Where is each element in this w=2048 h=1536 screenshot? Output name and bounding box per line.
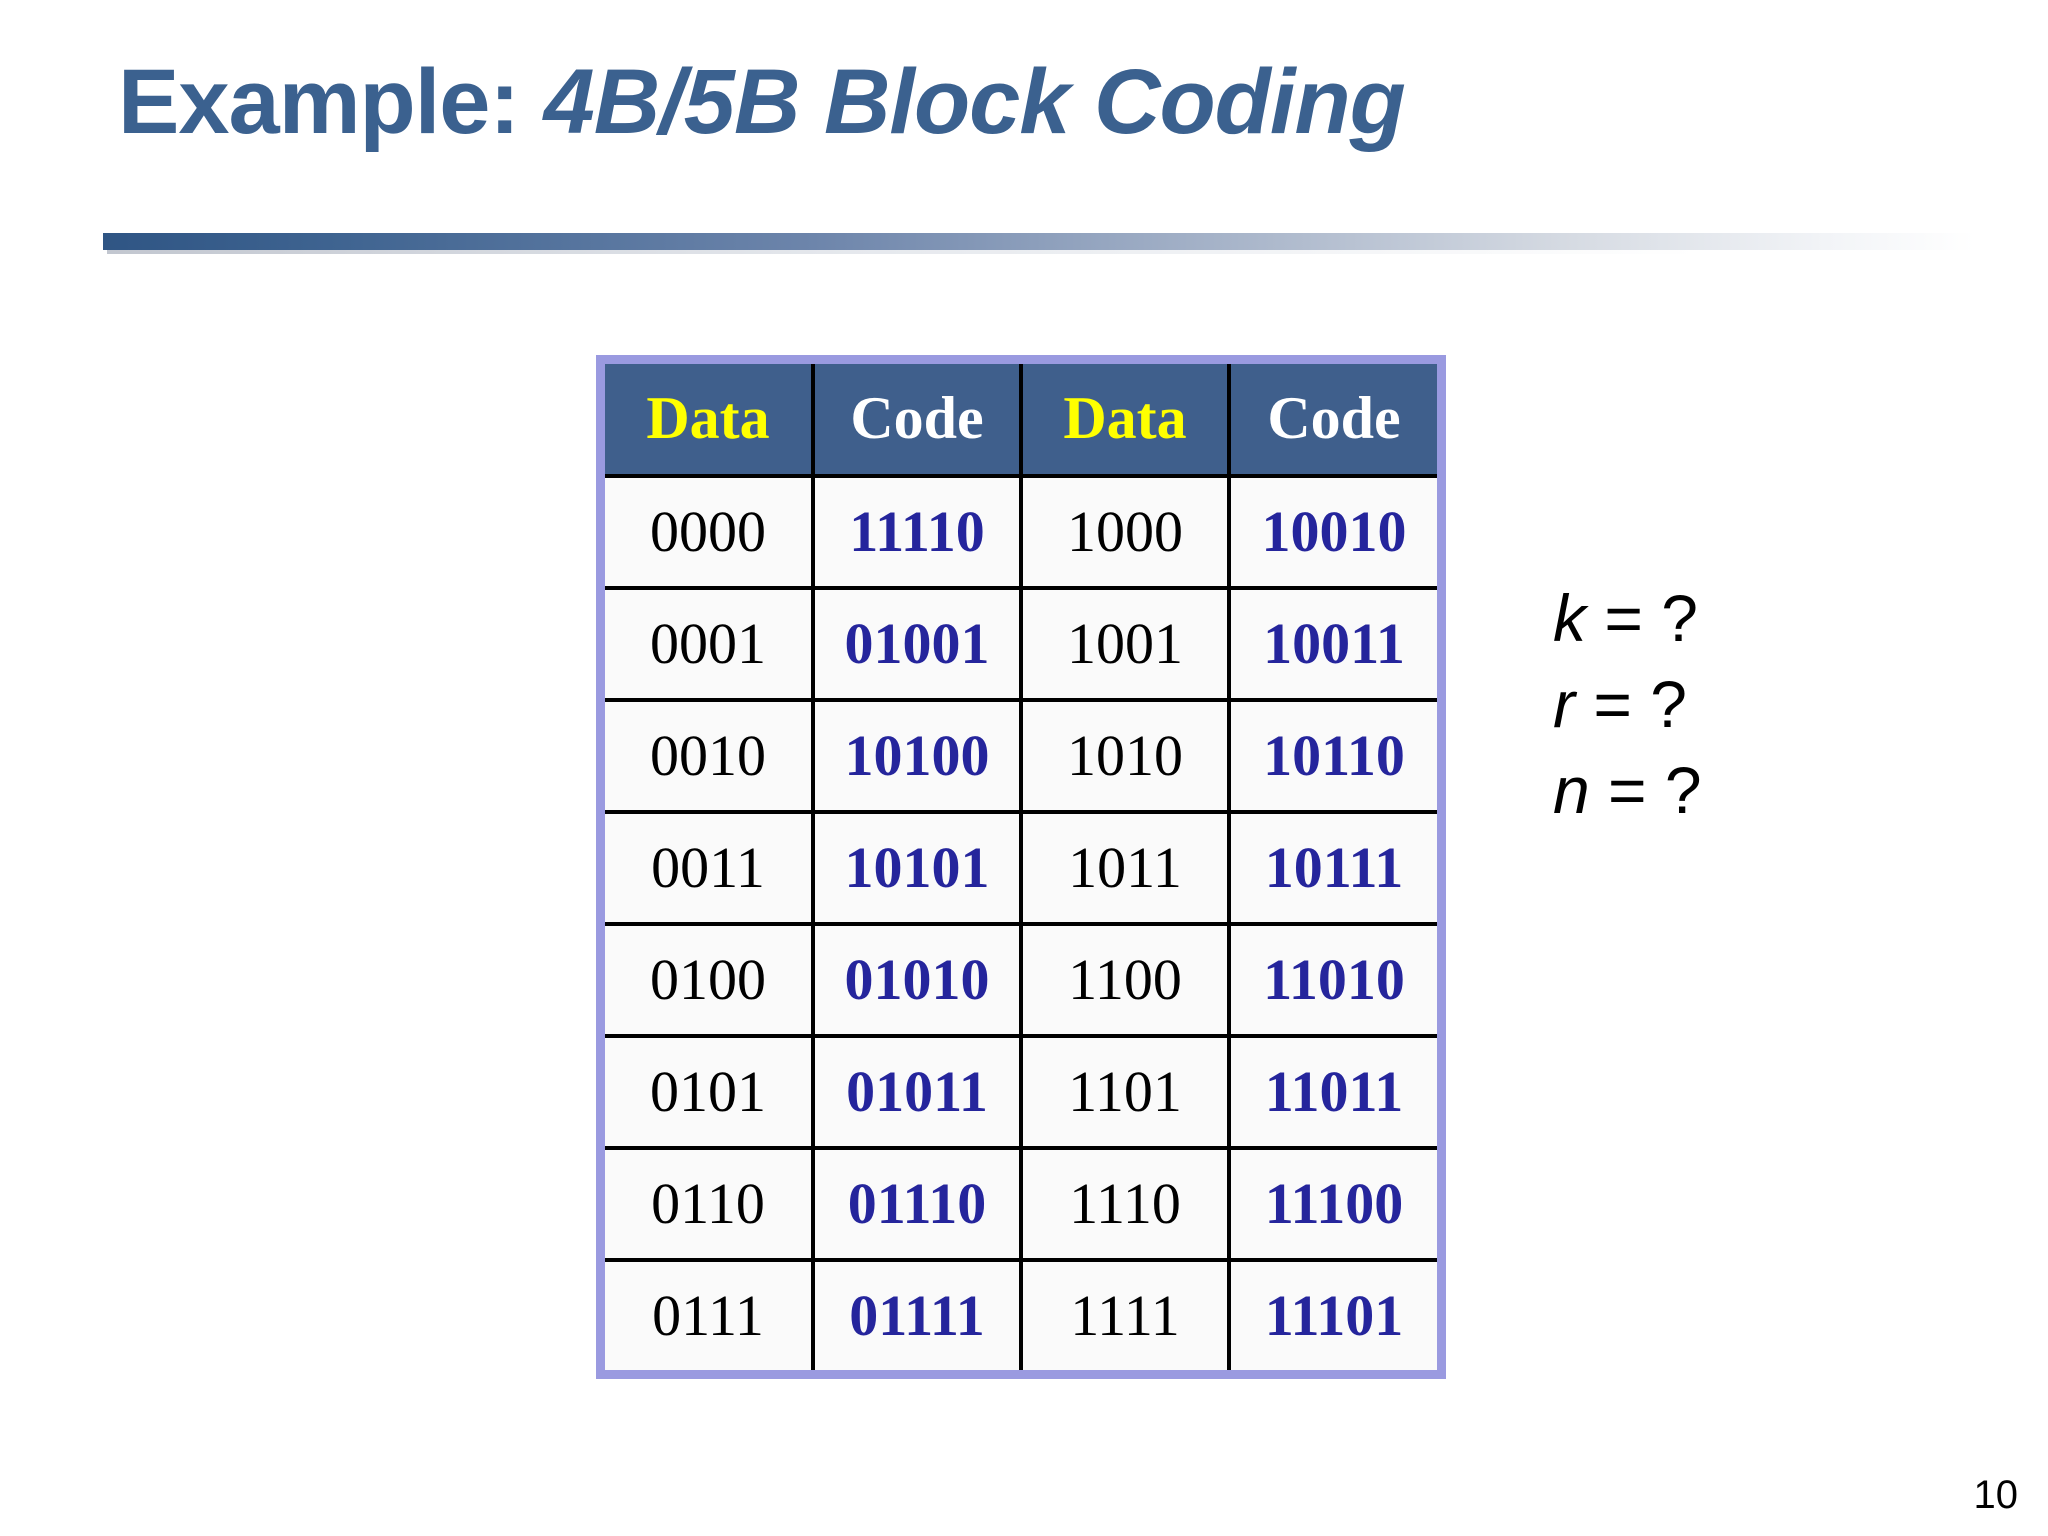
cell-data: 0010 — [605, 700, 815, 814]
parameter-value-n: = ? — [1589, 752, 1702, 827]
parameter-question-r: r = ? — [1553, 666, 1702, 744]
cell-data: 0100 — [605, 924, 815, 1038]
page-title-plain: Example: — [118, 51, 544, 153]
parameter-symbol-n: n — [1553, 752, 1590, 827]
table-row: 0110 01110 1110 11100 — [605, 1148, 1437, 1262]
cell-code: 10011 — [1229, 588, 1437, 702]
cell-code: 01111 — [813, 1260, 1023, 1370]
column-header-data-1: Data — [605, 364, 815, 478]
cell-code: 01110 — [813, 1148, 1023, 1262]
cell-data: 0110 — [605, 1148, 815, 1262]
parameter-symbol-k: k — [1553, 581, 1586, 655]
cell-data: 1010 — [1021, 700, 1231, 814]
cell-code: 10101 — [813, 812, 1023, 926]
cell-code: 10100 — [813, 700, 1023, 814]
cell-code: 11101 — [1229, 1260, 1437, 1370]
coding-table-container: Data Code Data Code 0000 11110 1000 1001… — [596, 355, 1446, 1379]
cell-code: 01011 — [813, 1036, 1023, 1150]
cell-data: 1110 — [1021, 1148, 1231, 1262]
cell-code: 11010 — [1229, 924, 1437, 1038]
parameter-value-r: = ? — [1574, 666, 1687, 741]
cell-data: 0111 — [605, 1260, 815, 1370]
parameter-value-k: = ? — [1586, 581, 1698, 655]
title-divider-shadow — [107, 250, 1979, 254]
column-header-code-2: Code — [1229, 364, 1437, 478]
coding-table: Data Code Data Code 0000 11110 1000 1001… — [605, 364, 1437, 1370]
cell-code: 10010 — [1229, 476, 1437, 590]
cell-data: 0001 — [605, 588, 815, 702]
cell-data: 1001 — [1021, 588, 1231, 702]
cell-data: 1111 — [1021, 1260, 1231, 1370]
cell-code: 01010 — [813, 924, 1023, 1038]
table-header-row: Data Code Data Code — [605, 364, 1437, 478]
cell-data: 1000 — [1021, 476, 1231, 590]
parameter-question-k: k = ? — [1553, 580, 1702, 658]
column-header-data-2: Data — [1021, 364, 1231, 478]
table-row: 0011 10101 1011 10111 — [605, 812, 1437, 926]
cell-code: 10111 — [1229, 812, 1437, 926]
cell-code: 01001 — [813, 588, 1023, 702]
cell-data: 0101 — [605, 1036, 815, 1150]
cell-data: 0000 — [605, 476, 815, 590]
parameter-question-list: k = ? r = ? n = ? — [1553, 580, 1702, 838]
cell-code: 11110 — [813, 476, 1023, 590]
cell-code: 10110 — [1229, 700, 1437, 814]
parameter-symbol-r: r — [1553, 666, 1575, 741]
column-header-code-1: Code — [813, 364, 1023, 478]
cell-code: 11011 — [1229, 1036, 1437, 1150]
table-row: 0100 01010 1100 11010 — [605, 924, 1437, 1038]
table-row: 0000 11110 1000 10010 — [605, 476, 1437, 590]
page-title-emphasis: 4B/5B Block Coding — [543, 51, 1406, 153]
parameter-question-n: n = ? — [1553, 752, 1702, 830]
cell-data: 1011 — [1021, 812, 1231, 926]
table-row: 0101 01011 1101 11011 — [605, 1036, 1437, 1150]
table-row: 0001 01001 1001 10011 — [605, 588, 1437, 702]
cell-data: 1101 — [1021, 1036, 1231, 1150]
table-row: 0111 01111 1111 11101 — [605, 1260, 1437, 1370]
cell-data: 1100 — [1021, 924, 1231, 1038]
page-number: 10 — [1973, 1473, 2019, 1517]
title-divider — [103, 233, 1975, 250]
table-row: 0010 10100 1010 10110 — [605, 700, 1437, 814]
cell-data: 0011 — [605, 812, 815, 926]
cell-code: 11100 — [1229, 1148, 1437, 1262]
page-title: Example: 4B/5B Block Coding — [118, 56, 1406, 148]
